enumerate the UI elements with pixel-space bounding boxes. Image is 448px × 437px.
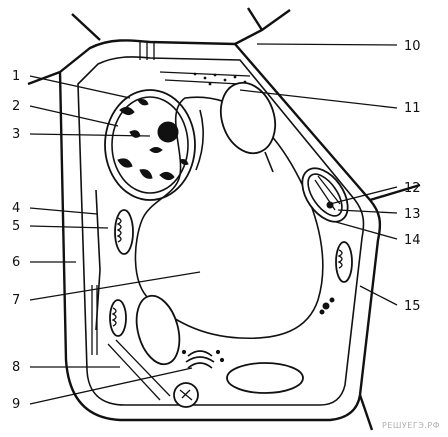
label-7: 7 bbox=[12, 293, 20, 308]
plasma-membrane bbox=[92, 190, 100, 355]
vacuole-lower-left bbox=[130, 291, 187, 369]
label-8: 8 bbox=[12, 360, 20, 375]
label-5: 5 bbox=[12, 219, 20, 234]
label-1: 1 bbox=[12, 69, 20, 84]
label-6: 6 bbox=[12, 255, 20, 270]
label-12: 12 bbox=[404, 181, 421, 196]
label-4: 4 bbox=[12, 201, 20, 216]
nucleus bbox=[105, 90, 195, 200]
nucleolus bbox=[158, 122, 178, 142]
label-14: 14 bbox=[404, 233, 421, 248]
label-11: 11 bbox=[404, 101, 421, 116]
er-fragment bbox=[265, 152, 273, 172]
label-2: 2 bbox=[12, 99, 20, 114]
leader-lines bbox=[30, 44, 397, 404]
microbody bbox=[320, 298, 334, 314]
vacuole-bottom bbox=[227, 363, 303, 393]
watermark: РЕШУЕГЭ.РФ bbox=[382, 421, 440, 430]
label-10: 10 bbox=[404, 39, 421, 54]
label-3: 3 bbox=[12, 127, 20, 142]
chloroplast bbox=[293, 160, 357, 230]
label-15: 15 bbox=[404, 299, 421, 314]
label-13: 13 bbox=[404, 207, 421, 222]
label-9: 9 bbox=[12, 397, 20, 412]
chloroplast-arc bbox=[196, 110, 203, 170]
labels: 1 2 3 4 5 6 7 8 9 10 11 12 13 14 15 bbox=[12, 39, 421, 412]
golgi-apparatus bbox=[182, 350, 223, 368]
